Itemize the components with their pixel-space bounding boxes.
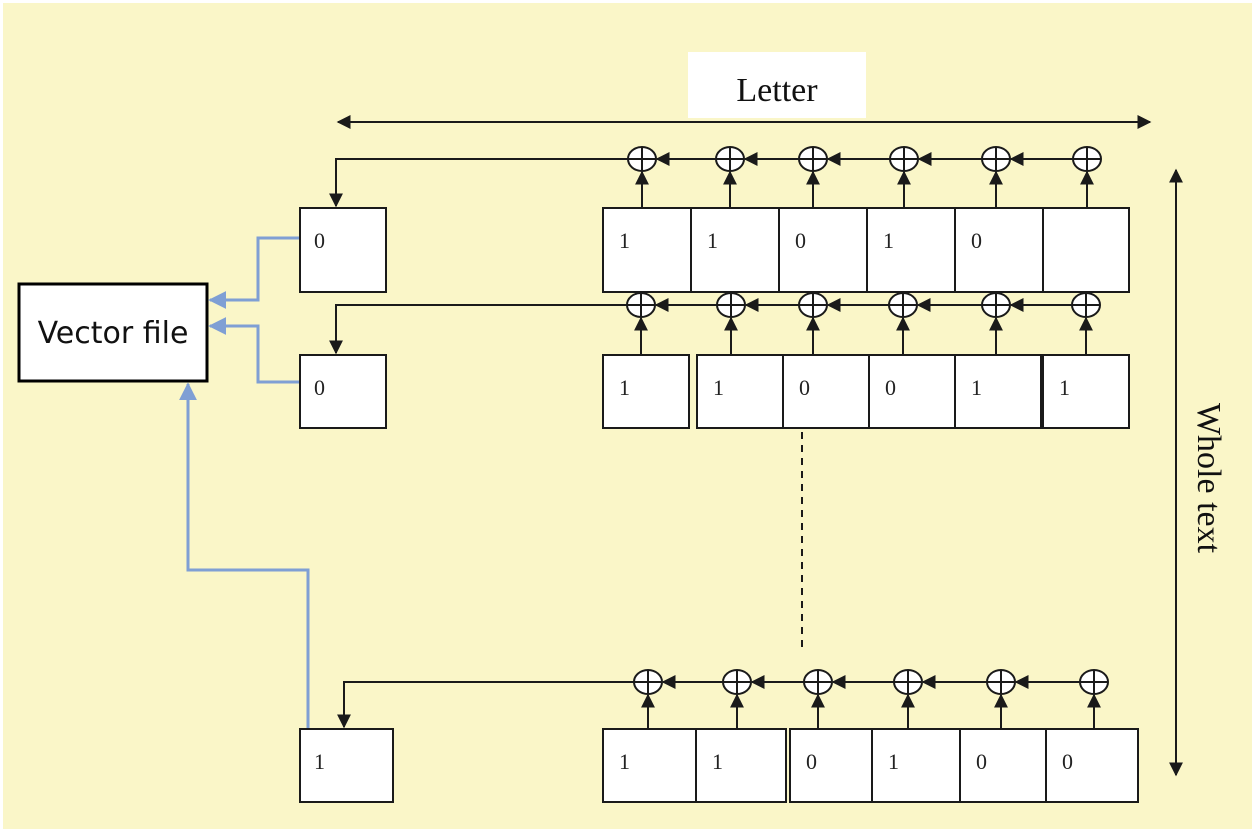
bit-cell [602,728,697,803]
bit-value: 1 [619,375,630,400]
xor-icon [1079,669,1109,695]
bit-cell [954,207,1044,293]
xor-icon [722,669,752,695]
xor-to-result-arrow [329,304,627,355]
result-box [299,354,387,429]
xor-to-result-arrow [329,158,628,208]
xor-icon [893,669,923,695]
xor-row-1: 0 1 1 0 1 0 [299,146,1130,293]
result-bit: 0 [314,375,325,400]
bit-value: 1 [707,228,718,253]
xor-icon [627,146,657,172]
xor-icon [889,146,919,172]
bit-value: 1 [888,749,899,774]
bit-cell [866,207,956,293]
bit-value: 0 [976,749,987,774]
row3-to-vector-link [179,382,310,730]
xor-icon [626,292,656,318]
xor-icon [715,146,745,172]
bit-cell [690,207,780,293]
result-bit: 0 [314,228,325,253]
bit-value: 1 [619,749,630,774]
bit-value: 0 [806,749,817,774]
bit-value: 0 [885,375,896,400]
xor-icon [798,292,828,318]
xor-to-result-arrow [337,681,634,729]
xor-row-2: 0 1 1 0 0 1 1 [299,292,1130,429]
bit-cell [782,354,870,429]
xor-row-3: 1 1 1 0 1 0 0 [299,669,1139,803]
xor-icon [716,292,746,318]
bit-cell [959,728,1047,803]
xor-icon [1071,292,1101,318]
bit-cell [1042,354,1130,429]
bit-cell [871,728,961,803]
bit-value: 1 [971,375,982,400]
result-bit: 1 [314,749,325,774]
letter-label-box [688,52,866,118]
bit-cell [1045,728,1139,803]
xor-icon [981,292,1011,318]
vector-file-box [17,282,209,383]
rows-layer: 0 1 1 0 1 0 0 1 1 0 0 1 1 1 1 1 0 1 0 0 [299,146,1139,803]
letter-label: Letter [736,72,818,109]
xor-icon [888,292,918,318]
whole-text-label: Whole text [1190,403,1227,554]
bit-value: 0 [1062,749,1073,774]
xor-icon [633,669,663,695]
bit-cell [1042,207,1130,293]
bit-value: 0 [799,375,810,400]
bit-value: 1 [619,228,630,253]
bit-cell [602,354,690,429]
bit-value: 0 [971,228,982,253]
result-box [299,207,387,293]
bit-cell [789,728,873,803]
bit-cell [868,354,956,429]
row2-to-vector-link [208,317,300,384]
vector-file-label: Vector file [38,316,189,351]
bit-value: 0 [795,228,806,253]
bit-cell [954,354,1042,429]
xor-icon [981,146,1011,172]
bit-value: 1 [883,228,894,253]
xor-icon [803,669,833,695]
bit-cell [778,207,868,293]
xor-icon [798,146,828,172]
bit-value: 1 [712,749,723,774]
xor-icon [986,669,1016,695]
bit-value: 1 [713,375,724,400]
bit-cell [696,354,784,429]
row1-to-vector-link [208,236,300,309]
bit-value: 1 [1059,375,1070,400]
result-box [299,728,394,803]
xor-icon [1072,146,1102,172]
bit-cell [602,207,692,293]
bit-cell [695,728,787,803]
